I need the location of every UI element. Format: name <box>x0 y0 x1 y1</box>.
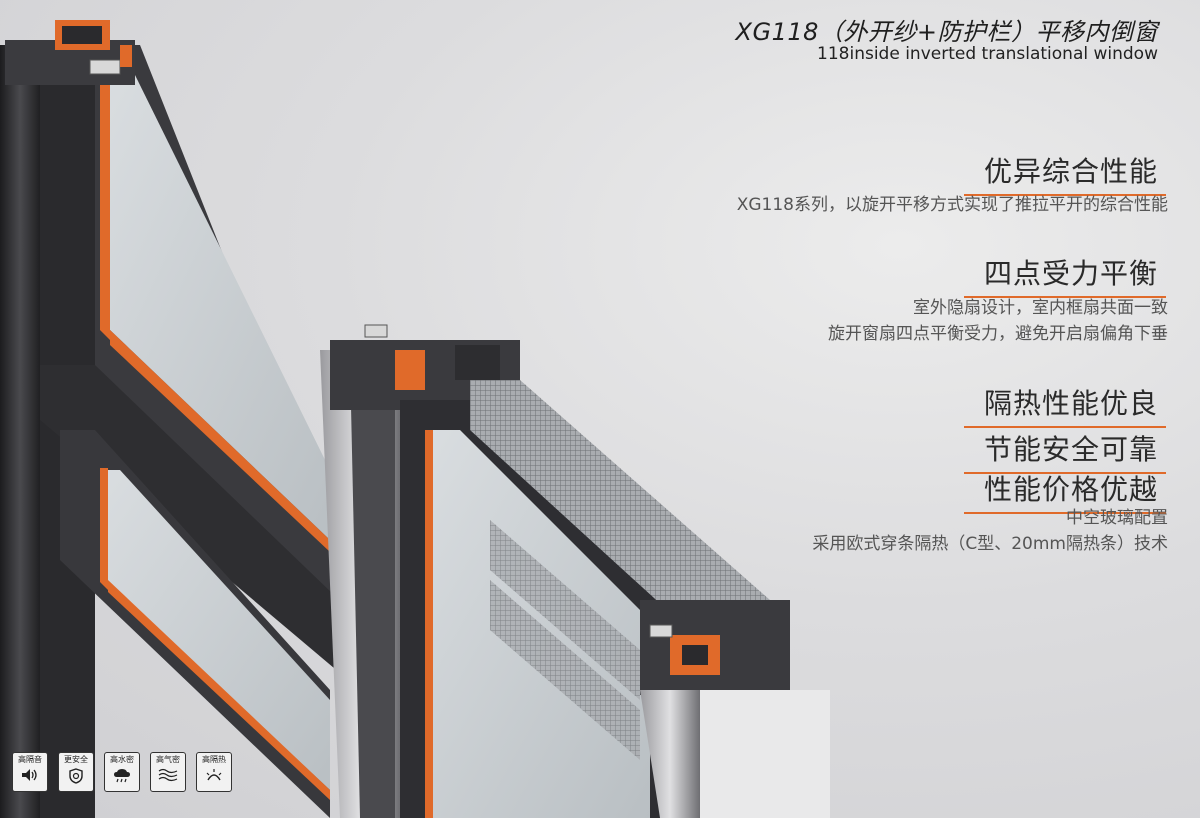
badge-sound-insulation: 高隔音 <box>12 752 48 792</box>
badge-safety: 更安全 <box>58 752 94 792</box>
feature-heading-4: 节能安全可靠 <box>963 428 1167 474</box>
feature-5-line-1: 中空玻璃配置 <box>1066 508 1168 528</box>
badge-label: 高气密 <box>156 755 180 764</box>
shield-icon <box>69 768 83 784</box>
feature-text-2: 室外隐扇设计，室内框扇共面一致 旋开窗扇四点平衡受力，避免开启扇偏角下垂 <box>828 295 1168 347</box>
feature-heading-3: 隔热性能优良 <box>963 382 1167 428</box>
badge-label: 高隔音 <box>18 755 42 764</box>
badge-label: 高隔热 <box>202 755 226 764</box>
badge-air-tightness: 高气密 <box>150 752 186 792</box>
feature-2-line-2: 旋开窗扇四点平衡受力，避免开启扇偏角下垂 <box>828 324 1168 344</box>
feature-1-line-1: XG118系列，以旋开平移方式实现了推拉平开的综合性能 <box>736 195 1168 215</box>
feature-5-line-2: 采用欧式穿条隔热（C型、20mm隔热条）技术 <box>812 534 1168 554</box>
badge-heat-insulation: 高隔热 <box>196 752 232 792</box>
page-title: XG118（外开纱+防护栏）平移内倒窗 <box>735 18 1158 46</box>
feature-2-line-1: 室外隐扇设计，室内框扇共面一致 <box>913 298 1168 318</box>
feature-heading-2: 四点受力平衡 <box>963 252 1167 298</box>
feature-text-1: XG118系列，以旋开平移方式实现了推拉平开的综合性能 <box>737 192 1168 218</box>
badge-label: 高水密 <box>110 755 134 764</box>
speaker-icon <box>22 769 37 781</box>
feature-heading-5: 性能价格优越 <box>963 468 1167 514</box>
page-subtitle: 118inside inverted translational window <box>817 44 1158 64</box>
rain-cloud-icon <box>114 769 130 783</box>
feature-text-5: 中空玻璃配置 采用欧式穿条隔热（C型、20mm隔热条）技术 <box>812 505 1168 557</box>
feature-badges: 高隔音 更安全 高水密 高气密 高隔热 <box>12 752 232 792</box>
badge-water-tightness: 高水密 <box>104 752 140 792</box>
sun-heat-icon <box>206 769 222 781</box>
wind-waves-icon <box>158 768 178 782</box>
badge-label: 更安全 <box>64 755 88 764</box>
feature-heading-1: 优异综合性能 <box>963 150 1167 196</box>
